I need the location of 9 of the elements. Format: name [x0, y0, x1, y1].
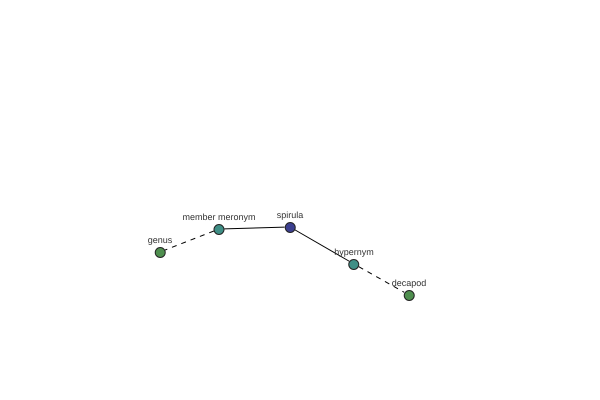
dashed-line: [164, 230, 214, 250]
dashed-line: [358, 266, 405, 293]
connector-line: [224, 226, 285, 230]
node-label: decapod: [392, 278, 426, 288]
connector-line: [294, 229, 350, 262]
node-label: spirula: [276, 210, 304, 220]
node-label: member meronym: [182, 212, 256, 222]
node-label: genus: [148, 234, 172, 246]
node-label: hypernym: [334, 246, 374, 258]
